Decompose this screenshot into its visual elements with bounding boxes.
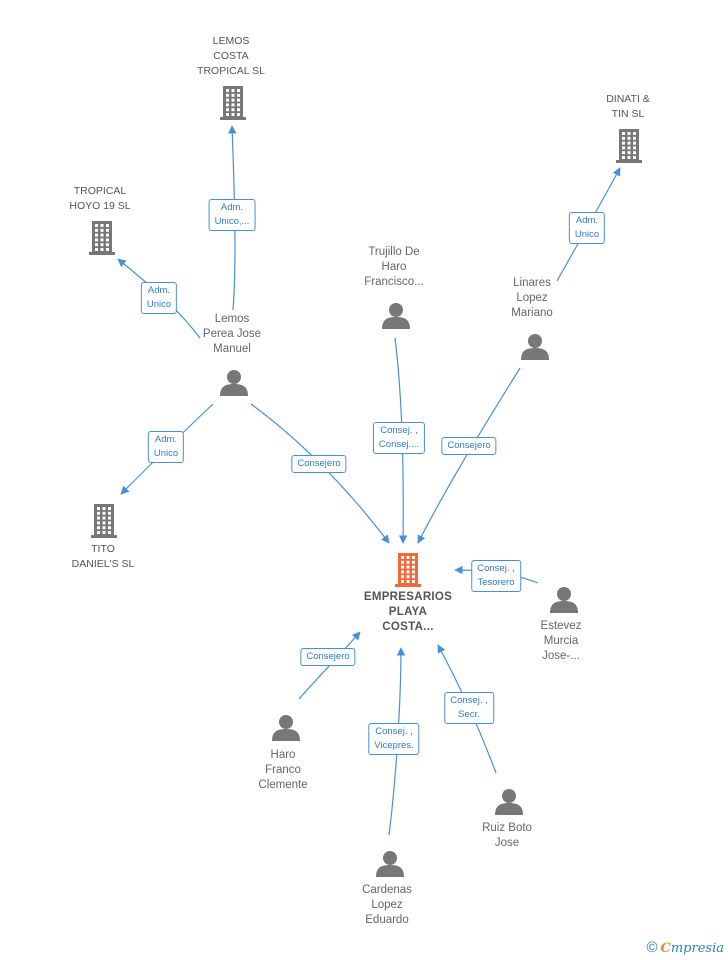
person-icon[interactable] xyxy=(220,370,248,396)
company-label-tito[interactable]: TITO DANIEL'S SL xyxy=(71,543,135,570)
person-label-linares[interactable]: Linares Lopez Mariano xyxy=(511,277,553,319)
brand-initial: C xyxy=(660,941,671,956)
person-icon[interactable] xyxy=(550,587,578,613)
relation-label[interactable]: Adm. Unico xyxy=(140,282,178,314)
person-icon[interactable] xyxy=(272,715,300,741)
company-label-lemos-costa[interactable]: LEMOS COSTA TROPICAL SL xyxy=(197,35,265,77)
person-label-trujillo[interactable]: Trujillo De Haro Francisco... xyxy=(364,246,424,288)
company-building-icon[interactable] xyxy=(91,504,117,538)
relation-label[interactable]: Consej. , Consej.... xyxy=(372,422,426,454)
person-label-cardenas[interactable]: Cardenas Lopez Eduardo xyxy=(362,884,412,926)
copyright-icon: © xyxy=(646,939,658,956)
person-label-haro[interactable]: Haro Franco Clemente xyxy=(258,749,308,791)
relation-label[interactable]: Consejero xyxy=(291,455,347,473)
company-label-tropical-hoyo[interactable]: TROPICAL HOYO 19 SL xyxy=(69,185,131,212)
person-label-estevez[interactable]: Estevez Murcia Jose-... xyxy=(540,620,582,662)
relation-label[interactable]: Consej. , Secr. xyxy=(444,692,494,724)
relation-label[interactable]: Adm. Unico,... xyxy=(208,199,256,231)
edge-lemos-perea-to-main xyxy=(250,403,390,544)
footer-brand: ©Cmpresia xyxy=(646,939,724,956)
person-label-ruiz[interactable]: Ruiz Boto Jose xyxy=(482,822,532,849)
person-icon[interactable] xyxy=(521,334,549,360)
relation-label[interactable]: Consejero xyxy=(441,437,497,455)
company-building-icon[interactable] xyxy=(220,86,246,120)
company-label-main[interactable]: EMPRESARIOS PLAYA COSTA... xyxy=(363,591,453,633)
main-company-building-icon[interactable] xyxy=(395,553,421,587)
person-icon[interactable] xyxy=(495,789,523,815)
edge-linares-to-main xyxy=(417,367,521,544)
relation-label[interactable]: Consej. , Vicepres. xyxy=(368,723,420,755)
person-label-lemos-perea[interactable]: Lemos Perea Jose Manuel xyxy=(202,313,262,355)
relation-label[interactable]: Adm. Unico xyxy=(568,212,606,244)
brand-name: mpresia xyxy=(670,941,724,956)
company-building-icon[interactable] xyxy=(89,221,115,255)
relation-label[interactable]: Adm. Unico xyxy=(147,431,185,463)
person-icon[interactable] xyxy=(376,851,404,877)
company-label-dinati[interactable]: DINATI & TIN SL xyxy=(606,93,650,120)
relation-label[interactable]: Consejero xyxy=(300,648,356,666)
company-building-icon[interactable] xyxy=(616,129,642,163)
relation-label[interactable]: Consej. , Tesorero xyxy=(471,560,521,592)
person-icon[interactable] xyxy=(382,303,410,329)
